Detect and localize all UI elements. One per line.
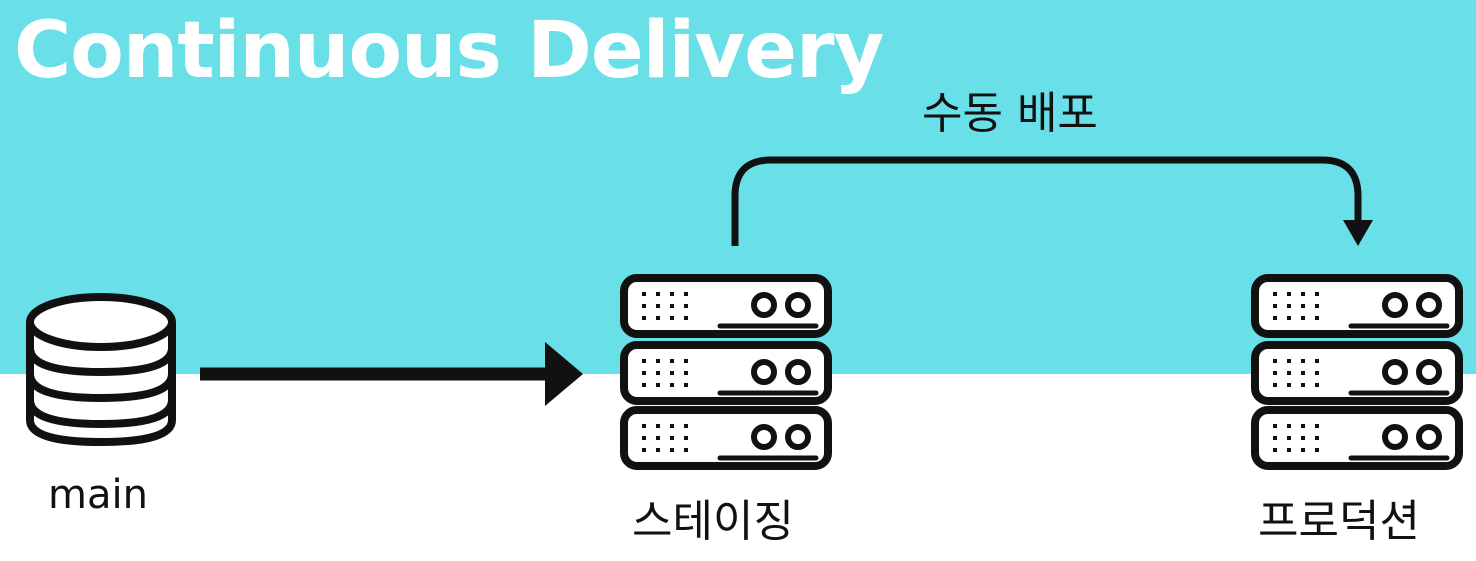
database-icon xyxy=(26,293,176,446)
staging-label: 스테이징 xyxy=(632,496,794,547)
manual-deploy-label: 수동 배포 xyxy=(922,88,1098,139)
staging-server-icon xyxy=(624,278,828,466)
arrow-main-to-staging xyxy=(200,342,583,406)
main-label: main xyxy=(48,472,148,518)
production-server-icon xyxy=(1255,278,1459,466)
slide-title: Continuous Delivery xyxy=(14,6,884,96)
arrow-manual-deploy xyxy=(731,156,1373,246)
production-label: 프로덕션 xyxy=(1258,496,1420,547)
